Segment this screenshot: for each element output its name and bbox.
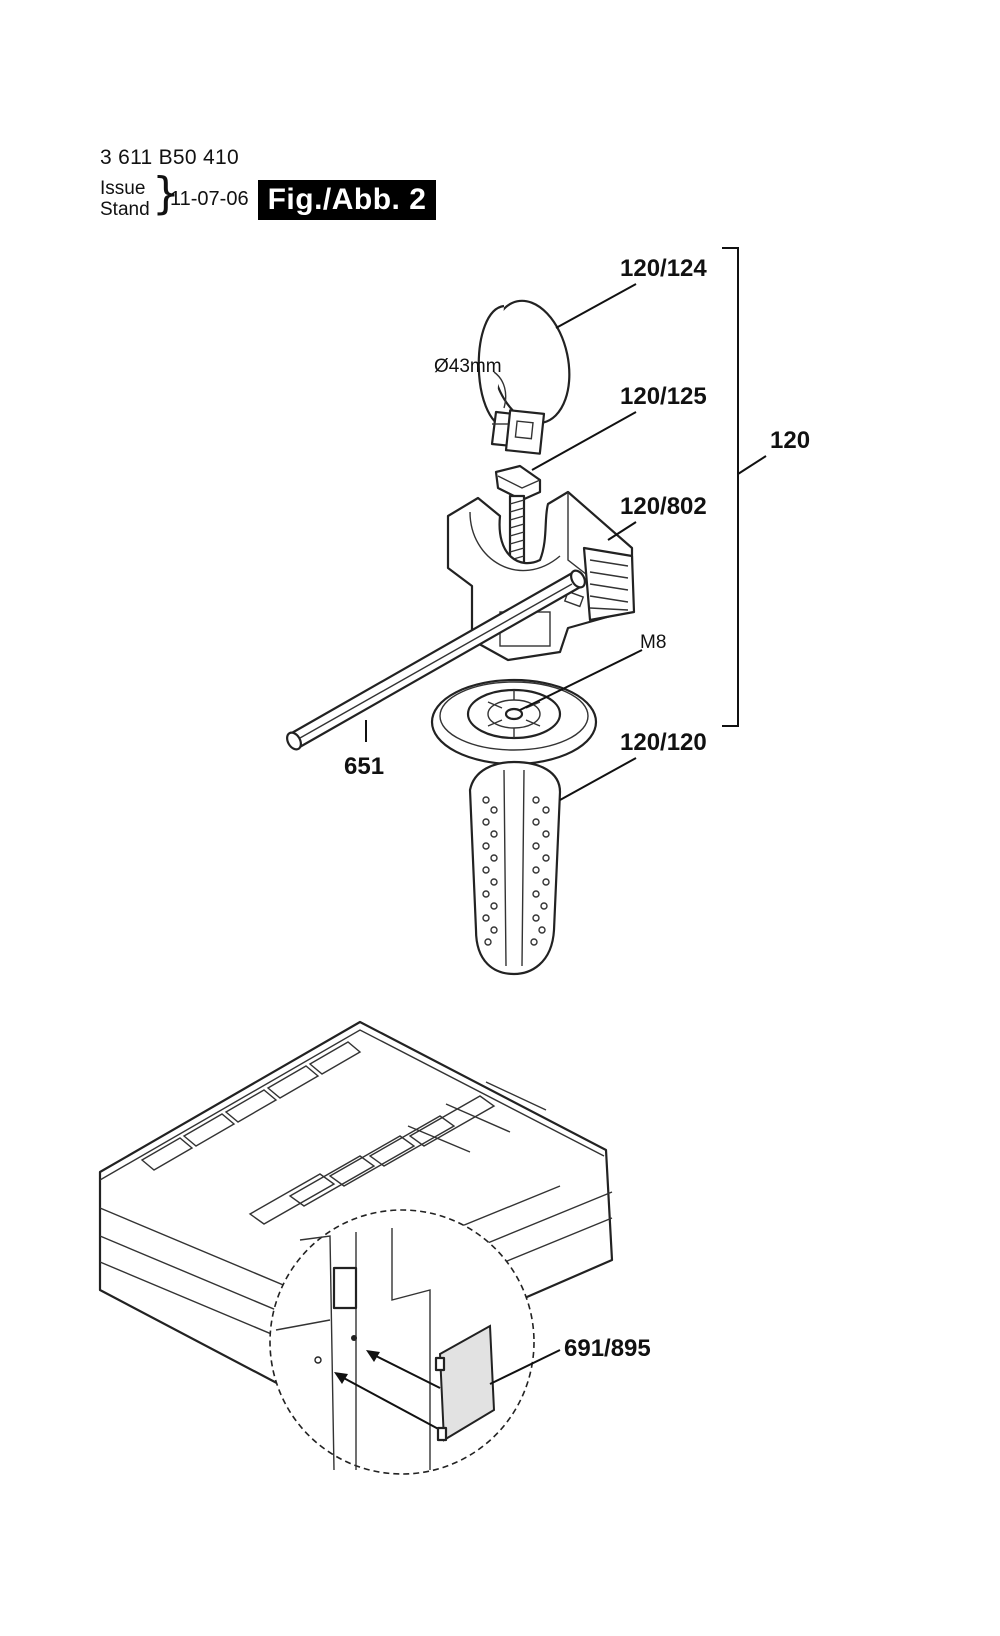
callout-120-124: 120/124 (620, 255, 707, 282)
arrow-upper (366, 1350, 441, 1389)
issue-stand-labels: Issue Stand (100, 178, 150, 220)
depth-stop-rod (286, 569, 586, 751)
foam-insert (438, 1324, 496, 1442)
callout-120-802: 120/802 (620, 493, 707, 520)
callout-m8: M8 (640, 632, 666, 653)
group-bracket-120 (722, 247, 767, 727)
callout-120-120: 120/120 (620, 729, 707, 756)
figure-title: Fig./Abb. 2 (258, 180, 436, 220)
detail-magnifier (269, 1209, 535, 1475)
arrow-lower (334, 1372, 445, 1433)
dimension-43mm: Ø43mm (434, 356, 502, 377)
case-lid-ribs (140, 1041, 547, 1225)
callout-691-895: 691/895 (564, 1335, 651, 1362)
side-handle (430, 678, 598, 976)
callout-120: 120 (770, 427, 810, 454)
part-number: 3 611 B50 410 (100, 146, 239, 169)
leader-lines (365, 283, 643, 1385)
brace-glyph: } (152, 168, 180, 219)
callout-651: 651 (344, 753, 384, 780)
issue-date: 11-07-06 (170, 188, 249, 210)
issue-label: Issue (100, 178, 146, 199)
clamp-band (477, 299, 571, 455)
stand-label: Stand (100, 199, 150, 220)
callout-120-125: 120/125 (620, 383, 707, 410)
grip-pattern (482, 796, 550, 946)
